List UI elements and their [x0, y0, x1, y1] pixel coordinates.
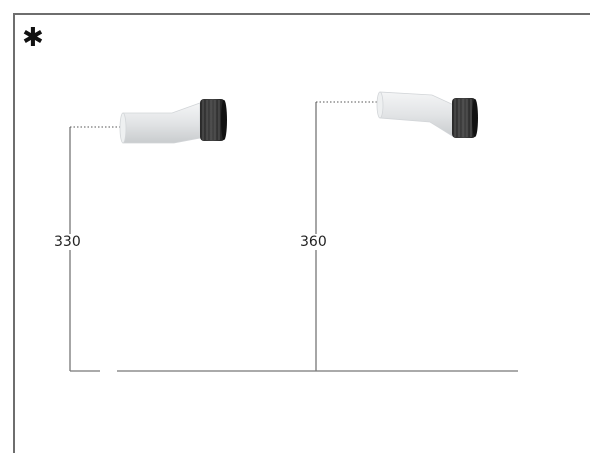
dimension-line-330: [69, 126, 152, 372]
dimension-label-360: 360: [299, 234, 328, 250]
dimension-label-330: 330: [53, 234, 82, 250]
pipe-connector-right: [376, 91, 478, 138]
dimension-line-360: [315, 101, 396, 371]
diagram-frame: [13, 13, 590, 453]
pipe-connector-left: [119, 99, 227, 144]
installation-diagram: [69, 91, 518, 372]
asterisk-marker: ✱: [22, 23, 44, 53]
